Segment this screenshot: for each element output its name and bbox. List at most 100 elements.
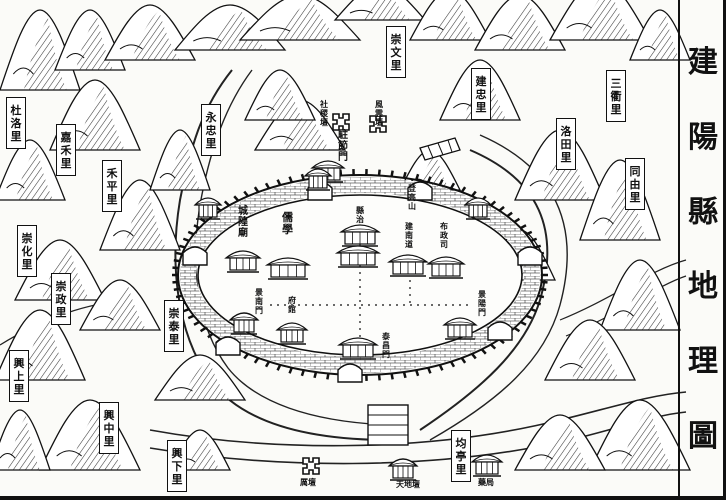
mountain-peak xyxy=(99,179,181,251)
ward-heping: 禾平里 xyxy=(102,160,122,212)
wall-crenel xyxy=(506,211,513,218)
mountain-peak xyxy=(599,259,681,331)
ward-chongzheng: 崇政里 xyxy=(51,273,71,325)
map-title: 建 陽 縣 地 理 圖 xyxy=(686,8,720,492)
wall-crenel xyxy=(207,332,214,339)
wall-crenel xyxy=(182,237,190,242)
wall-crenel xyxy=(402,171,407,179)
wall-crenel xyxy=(449,360,456,368)
mountain-peak xyxy=(473,0,567,51)
wall-crenel xyxy=(525,230,533,236)
wall-crenel xyxy=(288,367,293,374)
wall-crenel xyxy=(173,287,180,291)
wall-crenel xyxy=(173,259,180,263)
mountain-peak xyxy=(333,0,427,21)
wall-crenel xyxy=(402,371,407,379)
pavilion-building xyxy=(337,337,379,360)
mountain-peak xyxy=(543,319,637,381)
label-sheji-altar: 社稷壇 xyxy=(320,99,328,127)
pavilion-building xyxy=(442,317,478,340)
pavilion-building xyxy=(193,197,223,220)
wall-crenel xyxy=(300,369,305,377)
ward-xingshang: 興上里 xyxy=(9,350,29,402)
wall-crenel xyxy=(438,364,444,371)
label-ruxue: 儒學 xyxy=(282,211,293,236)
wall-crenel xyxy=(390,170,394,177)
wall-crenel xyxy=(449,182,456,190)
wall-crenel xyxy=(540,287,547,291)
wall-crenel xyxy=(415,369,420,377)
wall-crenel xyxy=(427,367,432,374)
mountain-peak xyxy=(588,399,692,471)
wall-crenel xyxy=(377,169,381,176)
label-fengyun-altar: 風雲壇 xyxy=(375,99,383,127)
wall-crenel xyxy=(390,373,394,380)
pavilion-building xyxy=(426,256,466,279)
wall-crenel xyxy=(253,357,260,364)
wall-crenel xyxy=(193,224,200,230)
frame-rule-right xyxy=(723,0,726,500)
ward-chongtai: 崇泰里 xyxy=(164,300,184,352)
pavilion-building xyxy=(228,312,260,335)
wall-crenel xyxy=(460,357,467,364)
wall-crenel xyxy=(530,237,538,242)
mountain-peak xyxy=(238,0,362,41)
mountain-peak xyxy=(153,354,247,401)
altar-icon xyxy=(369,115,387,133)
wall-crenel xyxy=(193,320,200,326)
mountain-peak xyxy=(0,409,51,471)
wall-crenel xyxy=(326,373,330,380)
mountain-peak xyxy=(149,129,211,191)
label-chenghuang-temple: 城隍廟 xyxy=(238,206,248,239)
label-taichang-gate: 泰昌門 xyxy=(382,331,390,359)
city-gate xyxy=(182,246,208,266)
pavilion-building xyxy=(334,245,382,268)
pavilion-building xyxy=(224,250,262,273)
wall-crenel xyxy=(253,186,260,193)
altar-icon xyxy=(302,457,320,475)
ward-duluo: 杜洛里 xyxy=(6,97,26,149)
title-char: 陽 xyxy=(688,119,718,155)
wall-crenel xyxy=(534,301,542,306)
wall-crenel xyxy=(530,308,538,313)
river-east xyxy=(419,149,549,431)
altar-icon xyxy=(332,113,350,131)
pavilion-building xyxy=(387,458,419,481)
pavilion-building xyxy=(264,257,312,280)
pavilion-building xyxy=(303,168,333,191)
wall-crenel xyxy=(233,195,240,202)
mountain-peak xyxy=(38,399,142,471)
ward-chongwen: 崇文里 xyxy=(386,26,406,78)
wall-crenel xyxy=(313,371,318,379)
wall-crenel xyxy=(223,200,230,207)
wall-crenel xyxy=(525,314,533,320)
wall-crenel xyxy=(427,176,432,183)
wall-crenel xyxy=(438,179,444,186)
pavilion-building xyxy=(387,254,429,277)
title-char: 理 xyxy=(688,343,718,379)
mountain-peak xyxy=(0,139,66,201)
label-jiannandao: 建南道 xyxy=(405,221,413,249)
city-gate xyxy=(337,363,363,383)
ward-chonghua: 崇化里 xyxy=(17,225,37,277)
mountain-peak xyxy=(548,0,652,41)
wall-crenel xyxy=(175,251,183,256)
city-wall-band xyxy=(180,177,540,373)
pavilion-building xyxy=(339,224,381,247)
mountain-peak xyxy=(78,279,162,331)
wall-crenel xyxy=(264,360,271,368)
label-dengao-hill: 登高山 xyxy=(408,183,416,211)
wall-crenel xyxy=(537,294,545,299)
wall-crenel xyxy=(460,186,467,193)
city-gate xyxy=(517,246,543,266)
label-fuguan: 府館 xyxy=(288,295,296,314)
wall-crenel xyxy=(513,326,521,333)
wall-crenel xyxy=(276,364,282,371)
wall-crenel xyxy=(300,173,305,181)
label-jingnan-gate: 景南門 xyxy=(255,287,263,315)
wall-crenel xyxy=(187,314,195,320)
wall-crenel xyxy=(513,217,521,224)
title-char: 縣 xyxy=(688,194,718,230)
